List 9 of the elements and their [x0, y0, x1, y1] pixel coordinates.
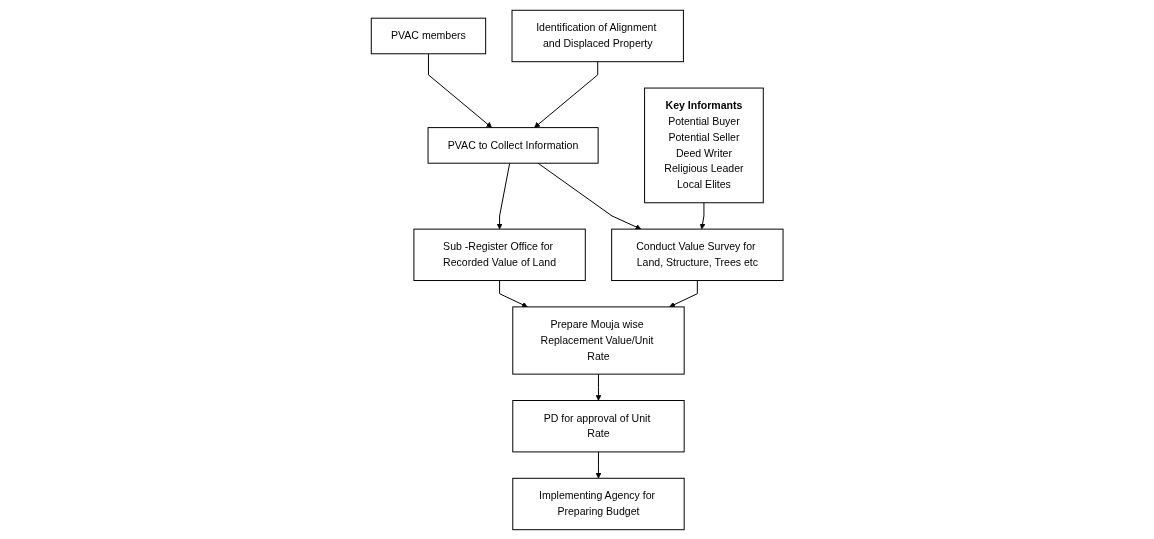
node-box: Implementing Agency for Preparing Budget: [512, 477, 685, 530]
node-box: Sub -Register Office for Recorded Value of Land: [413, 228, 586, 281]
node-box: Prepare Mouja wise Replacement Value/Unit Rate: [512, 305, 685, 375]
node-box: PVAC members: [370, 17, 486, 54]
node-box: PVAC to Collect Information: [427, 126, 599, 164]
node-box: Conduct Value Survey for Land, Structure, Trees etc: [611, 228, 784, 281]
node-box: PD for approval of Unit Rate: [512, 399, 685, 452]
node-box: Identification of Alignment and Displaced Property: [511, 9, 684, 62]
node-box: Key Informants Potential Buyer Potential Seller Deed Writer Religious Leader Local Elites: [643, 87, 764, 203]
